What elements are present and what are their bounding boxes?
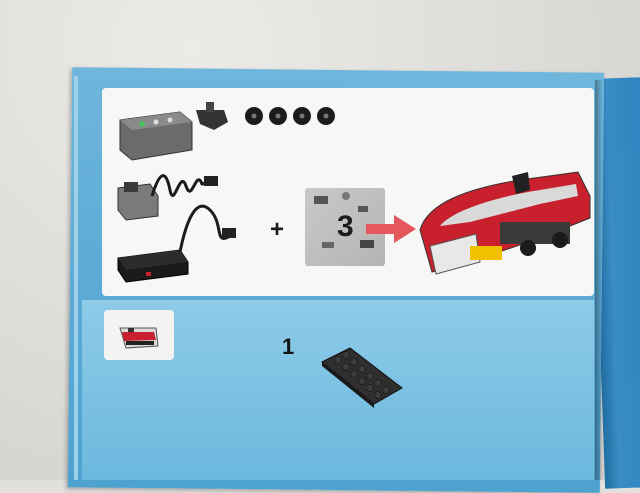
plus-sign: + [270, 216, 285, 243]
bag-number: 3 [337, 210, 354, 243]
bag-contents-icon [314, 192, 374, 248]
wheel-icon [245, 107, 335, 125]
battery-pack-icon [117, 204, 236, 283]
arrow-icon [366, 215, 416, 243]
booklet-binding [595, 80, 603, 480]
connector-piece-icon [196, 102, 228, 130]
plate-2x6-icon [321, 347, 403, 408]
step-number: 1 [282, 334, 295, 359]
submodel-callout [104, 310, 174, 360]
illustration-layer [117, 102, 591, 408]
page-border [74, 76, 78, 480]
train-front-thumbnail-icon [119, 327, 159, 349]
motor-icon [117, 174, 218, 221]
train-car-icon [419, 171, 591, 275]
battery-box-icon [119, 111, 193, 161]
